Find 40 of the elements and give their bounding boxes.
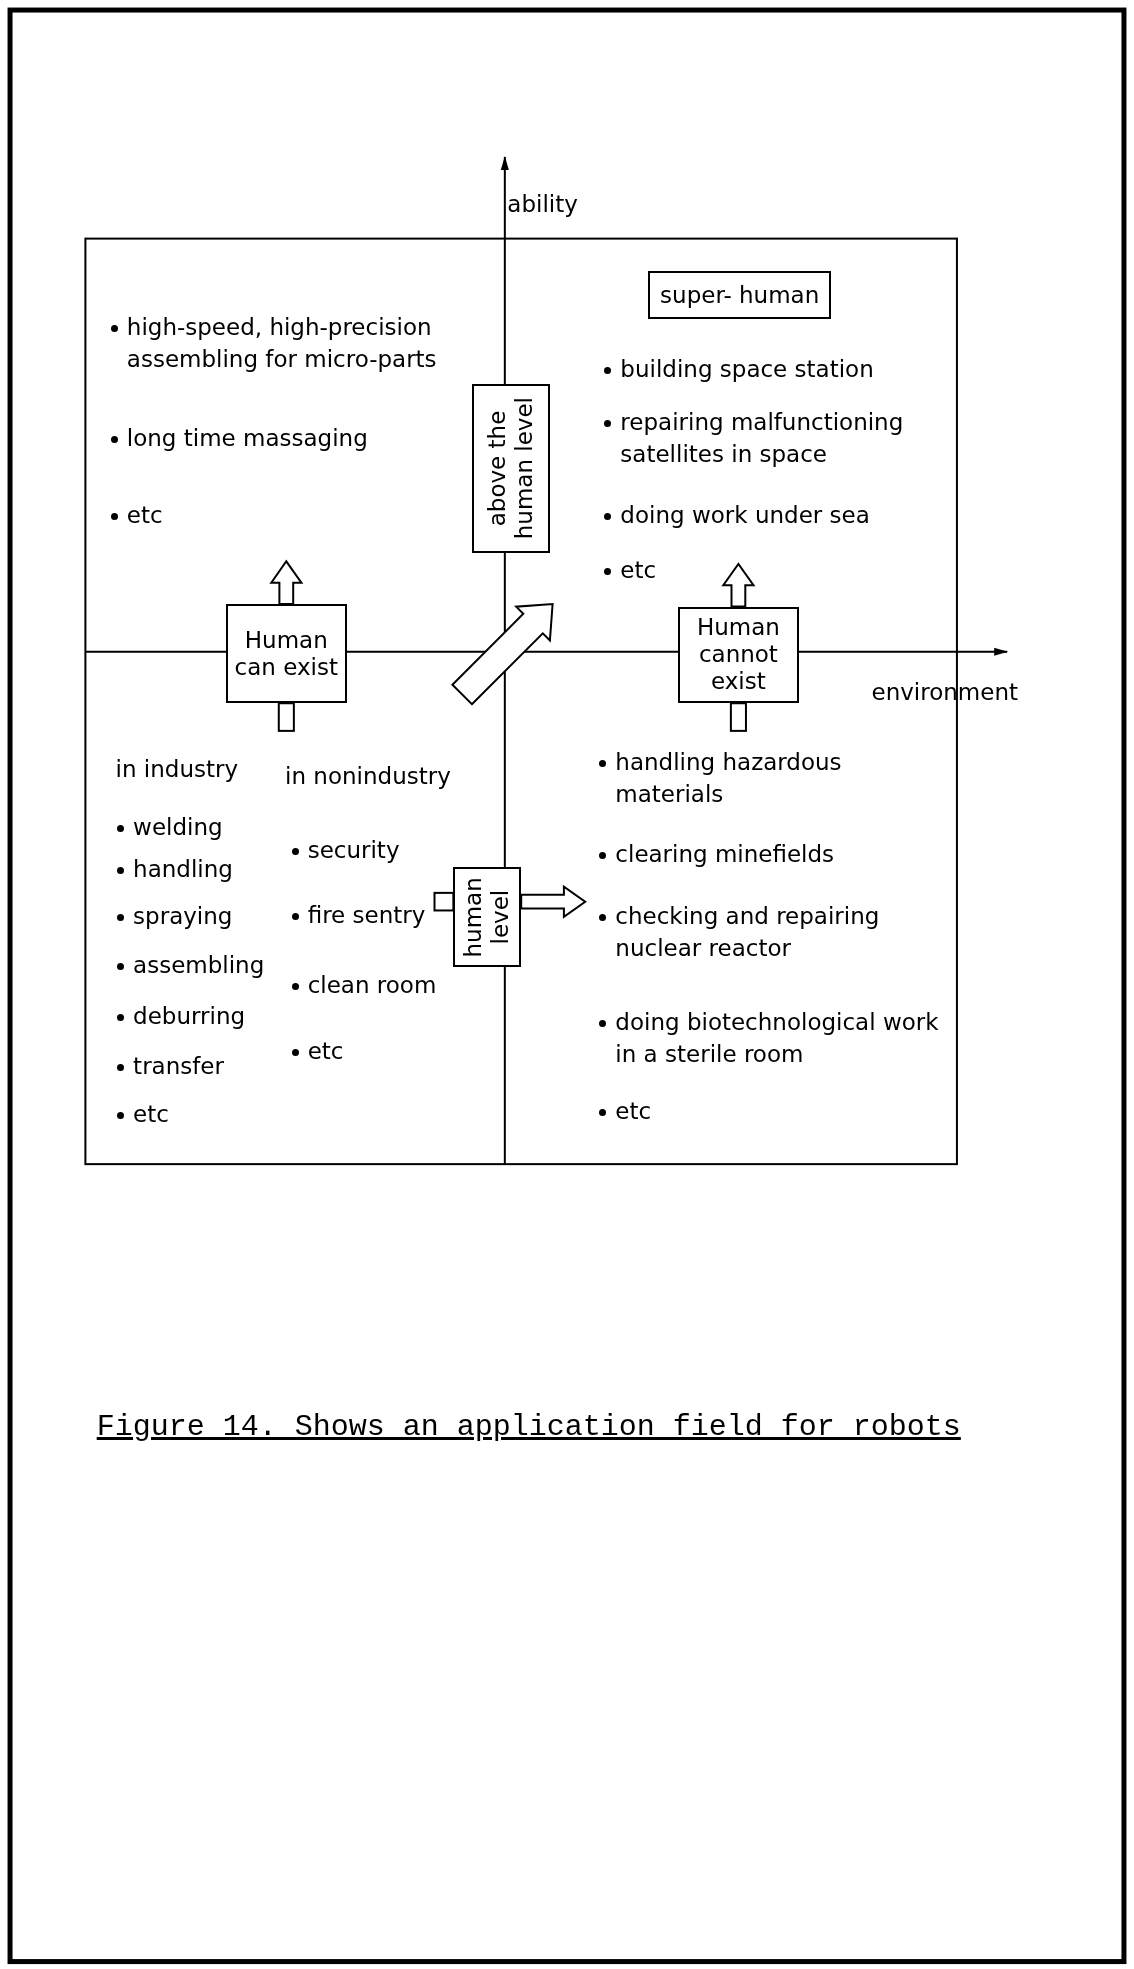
list-item: etc (307, 1036, 345, 1066)
figure-caption: Figure 14. Shows an application field for robots (96, 1410, 961, 1445)
box-label: Human cannot exist (695, 614, 781, 696)
list-item: long time massaging (126, 423, 369, 453)
list-item: clean room (307, 971, 438, 1001)
list-item: doing work under sea (620, 500, 871, 530)
list-item: doing biotechnological work in a sterile room (615, 1007, 940, 1069)
hollow-arrow (721, 562, 756, 608)
list-item: welding (133, 813, 224, 843)
list-item: building space station (620, 354, 875, 384)
list-item: deburring (133, 1001, 247, 1031)
list-item: handling (133, 854, 234, 884)
list-item: transfer (133, 1051, 225, 1081)
box-label: human level (460, 875, 515, 959)
label-box (648, 271, 832, 319)
list-item: etc (126, 500, 164, 530)
list-item: etc (133, 1099, 170, 1129)
list-item: etc (620, 555, 658, 585)
label-box (472, 384, 551, 553)
group-heading: in nonindustry (285, 761, 452, 791)
list-item: security (307, 835, 401, 865)
label-box (453, 866, 522, 967)
label-box (678, 606, 799, 704)
label-box (226, 604, 347, 704)
axis-label: ability (507, 190, 579, 220)
list-item: fire sentry (307, 901, 427, 931)
hollow-arrow (269, 559, 304, 605)
group-heading: in industry (115, 755, 240, 785)
list-item: checking and repairing nuclear reactor (615, 902, 881, 964)
list-item: spraying (133, 902, 234, 932)
list-item: assembling (133, 951, 266, 981)
box-label: above the human level (484, 396, 539, 542)
hollow-arrow (520, 884, 587, 919)
box-label: Human can exist (233, 626, 339, 681)
list-item: etc (615, 1097, 653, 1127)
list-item: repairing malfunctioning satellites in space (620, 407, 905, 469)
list-item: high-speed, high-precision assembling for micro-parts (126, 313, 438, 375)
box-label: super- human (660, 281, 820, 309)
list-item: handling hazardous materials (615, 747, 843, 809)
list-item: clearing minefields (615, 839, 836, 869)
